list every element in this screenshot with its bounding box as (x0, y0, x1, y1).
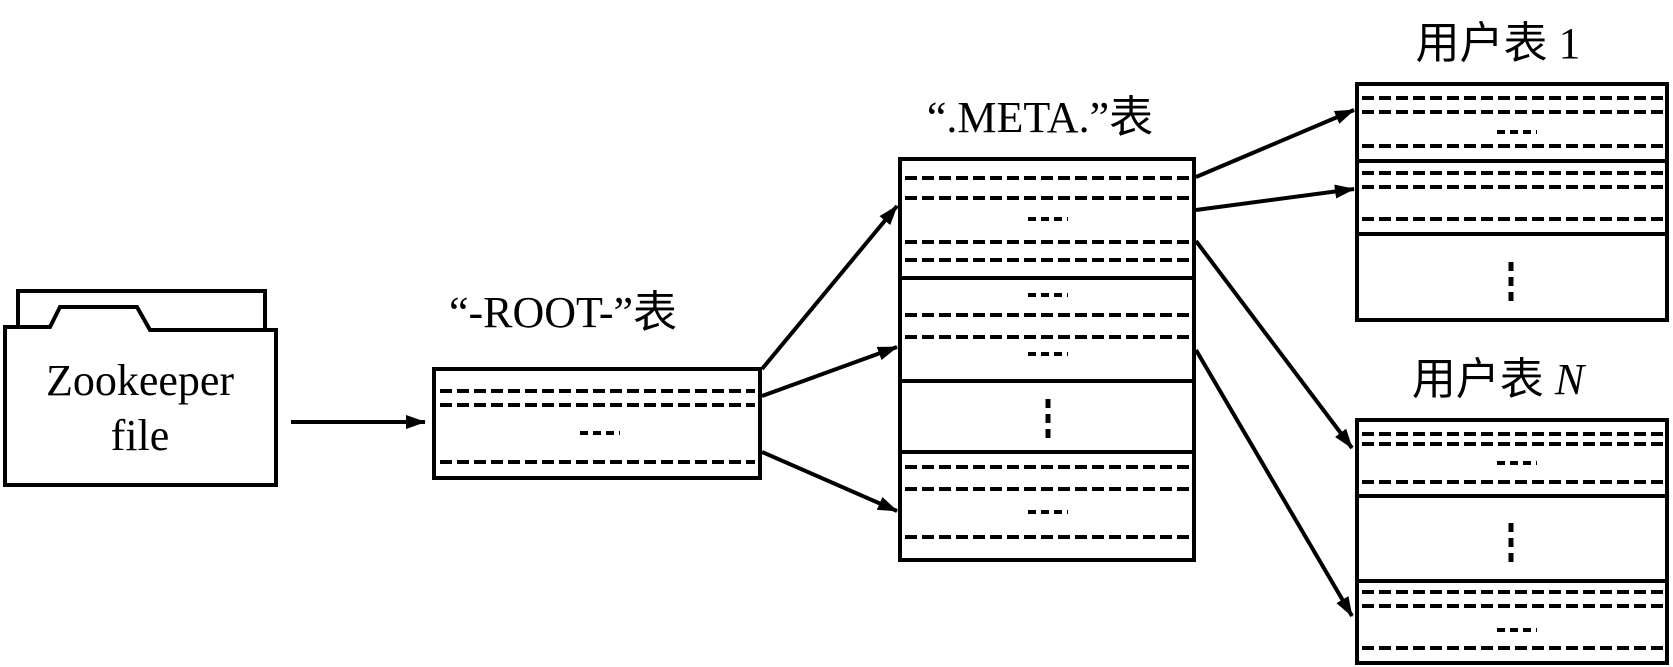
meta-table-label: “.META.”表 (927, 93, 1153, 142)
user-table-n-node: 用户表 N (1355, 355, 1669, 665)
meta-table-box (898, 157, 1196, 562)
folder-icon (3, 289, 278, 487)
arrow-root-to-meta-2 (761, 345, 898, 398)
arrow-meta-to-user1-1 (1195, 108, 1355, 179)
arrow-meta-to-user1-2 (1195, 184, 1355, 212)
root-table-label: “-ROOT-”表 (449, 288, 677, 337)
zookeeper-label-line2: file (111, 411, 170, 460)
arrow-root-to-meta-3 (761, 450, 898, 513)
zookeeper-label-line1: Zookeeper (46, 356, 234, 405)
label-suffix: 1 (1559, 19, 1581, 68)
user-table-n-label: 用户表 N (1412, 355, 1587, 404)
user-table-1-label: 用户表 1 (1416, 19, 1581, 68)
arrow-root-to-meta-1 (760, 204, 899, 371)
label-suffix: N (1554, 355, 1587, 404)
arrow-meta-to-userN-1 (1194, 239, 1354, 450)
label-prefix: 用户表 (1412, 355, 1544, 404)
label-prefix: 用户表 (1416, 19, 1548, 68)
meta-table-node: “.META.”表 (898, 93, 1196, 562)
root-table-box (432, 367, 762, 480)
user-table-1-node: 用户表 1 (1355, 19, 1669, 322)
arrow-meta-to-userN-2 (1194, 348, 1354, 618)
root-table-node: “-ROOT-”表 (432, 288, 762, 480)
zookeeper-file-node: Zookeeper file (3, 289, 278, 487)
